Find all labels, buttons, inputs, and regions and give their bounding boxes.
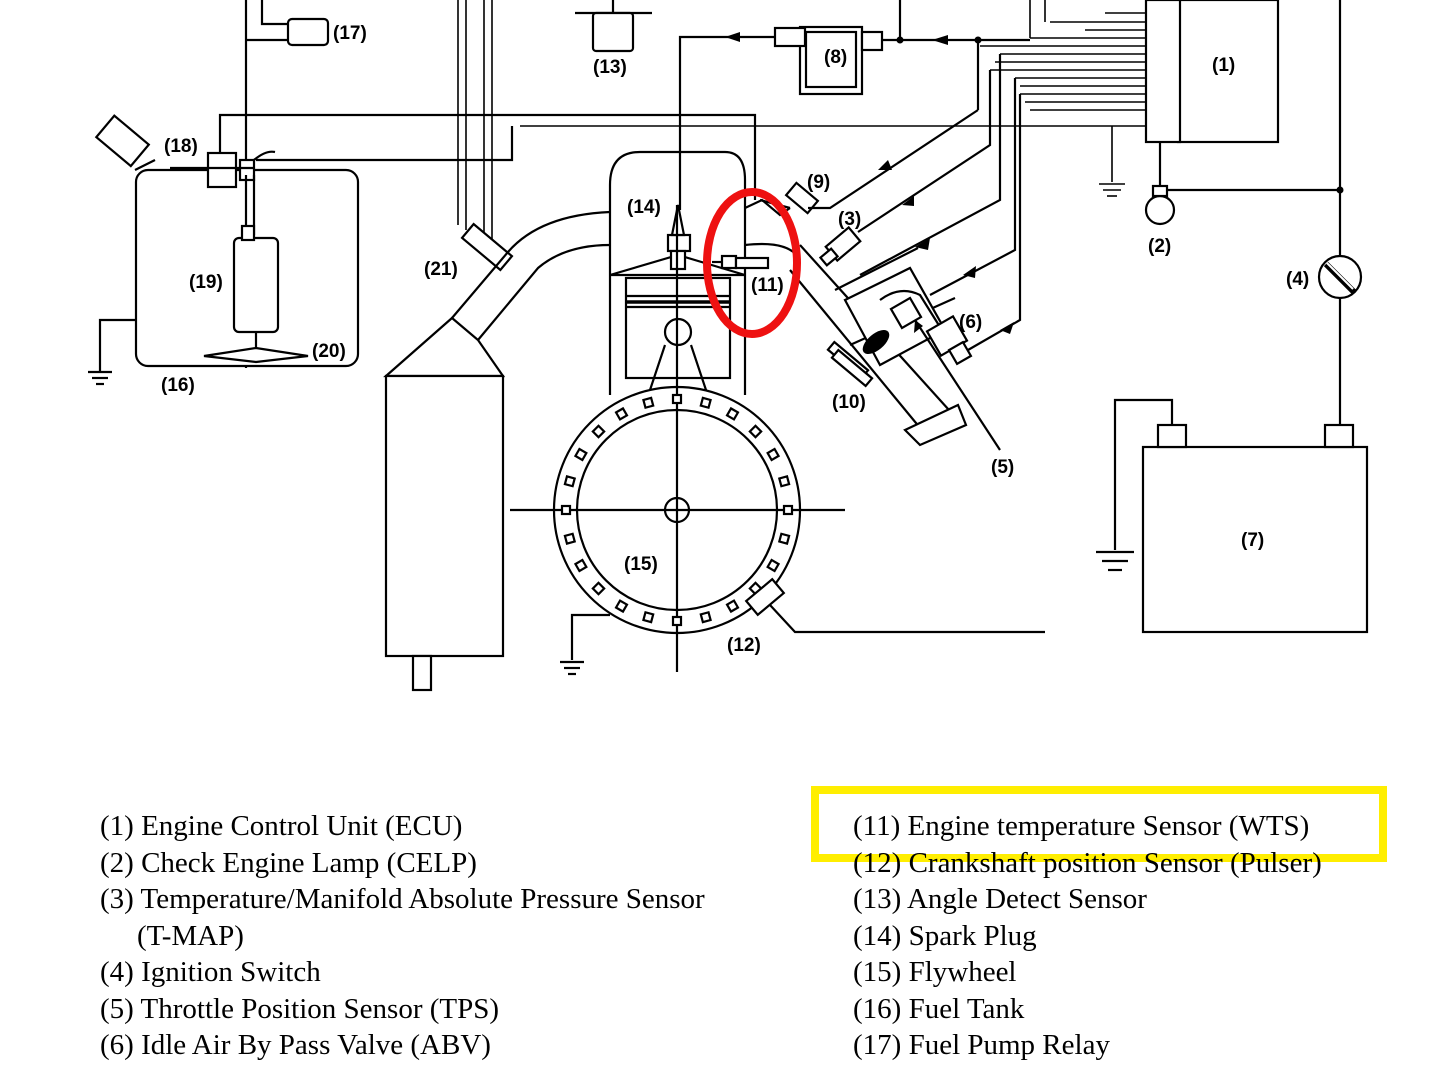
legend-item: (17) Fuel Pump Relay <box>853 1029 1110 1061</box>
legend-right: (11) Engine temperature Sensor (WTS) (12… <box>853 808 1322 1064</box>
callout-15: (15) <box>624 554 658 575</box>
ignition-coil <box>678 0 1030 210</box>
callout-3: (3) <box>838 209 861 230</box>
flywheel-tooth <box>766 558 781 573</box>
legend-item: (4) Ignition Switch <box>100 956 321 988</box>
callout-5: (5) <box>991 457 1014 478</box>
flywheel-tooth <box>591 424 606 439</box>
flywheel-tooth <box>560 504 572 516</box>
legend-item: (12) Crankshaft position Sensor (Pulser) <box>853 846 1322 879</box>
fuel-system <box>88 0 757 386</box>
callout-19: (19) <box>189 272 223 293</box>
callout-17: (17) <box>333 23 367 44</box>
flywheel-tooth <box>671 615 683 627</box>
angle-sensor <box>575 0 652 53</box>
flywheel-tooth <box>671 393 683 405</box>
callout-10: (10) <box>832 392 866 413</box>
exhaust-muffler <box>383 210 611 692</box>
callout-1: (1) <box>1212 55 1235 76</box>
legend-item: (T-MAP) <box>137 919 244 952</box>
electrical-supply <box>1096 0 1369 634</box>
legend-item: (6) Idle Air By Pass Valve (ABV) <box>100 1029 491 1061</box>
callout-2: (2) <box>1148 236 1171 257</box>
engine-temp-sensor <box>712 254 770 270</box>
callout-11: (11) <box>751 275 784 296</box>
callout-14: (14) <box>627 197 661 218</box>
flywheel-tooth <box>563 475 577 488</box>
legend-item: (3) Temperature/Manifold Absolute Pressu… <box>100 883 705 915</box>
flywheel-tooth <box>748 424 763 439</box>
flywheel-tooth <box>614 599 629 614</box>
flywheel-tooth <box>591 581 606 596</box>
callout-12: (12) <box>727 635 761 656</box>
callout-6: (6) <box>959 312 982 333</box>
legend-item: (1) Engine Control Unit (ECU) <box>100 810 463 842</box>
flywheel-tooth <box>573 447 588 462</box>
flywheel-tooth <box>725 599 740 614</box>
ecu-block <box>520 0 1280 197</box>
throttle-body <box>784 54 1022 451</box>
flywheel-tooth <box>642 610 655 624</box>
callout-8: (8) <box>824 47 847 68</box>
legend-item: (15) Flywheel <box>853 956 1017 988</box>
flywheel-tooth <box>777 475 791 488</box>
highlight-box <box>811 786 1387 862</box>
flywheel-tooth <box>699 396 712 410</box>
flywheel-tooth <box>642 396 655 410</box>
callout-7: (7) <box>1241 530 1264 551</box>
legend-item: (11) Engine temperature Sensor (WTS) <box>853 810 1310 842</box>
callout-18: (18) <box>164 136 198 157</box>
legend-left: (1) Engine Control Unit (ECU) (2) Check … <box>100 808 705 1064</box>
flywheel-tooth <box>782 504 794 516</box>
flywheel-tooth <box>573 558 588 573</box>
legend-item: (13) Angle Detect Sensor <box>853 883 1147 915</box>
flywheel-tooth <box>777 532 791 545</box>
legend-item: (16) Fuel Tank <box>853 992 1025 1025</box>
callout-21: (21) <box>424 259 458 280</box>
callout-20: (20) <box>312 341 346 362</box>
legend-item: (2) Check Engine Lamp (CELP) <box>100 846 477 879</box>
highlight-circle <box>703 188 801 338</box>
flywheel-tooth <box>766 447 781 462</box>
legend-item: (14) Spark Plug <box>853 919 1037 952</box>
o2-sensor-wiring <box>457 0 514 272</box>
flywheel-tooth <box>563 532 577 545</box>
flywheel <box>510 205 1045 676</box>
legend-item: (5) Throttle Position Sensor (TPS) <box>100 992 500 1025</box>
callout-4: (4) <box>1286 269 1309 290</box>
flywheel-tooth <box>725 406 740 421</box>
callout-16: (16) <box>161 375 195 396</box>
callout-13: (13) <box>593 57 627 78</box>
flywheel-tooth <box>699 610 712 624</box>
callout-9: (9) <box>807 172 830 193</box>
flywheel-tooth <box>614 406 629 421</box>
